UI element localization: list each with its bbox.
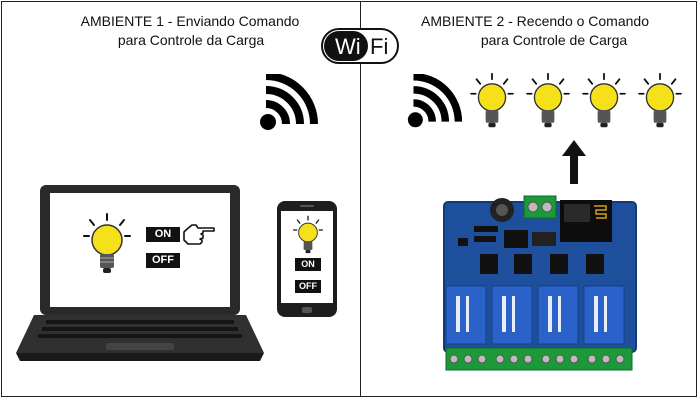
wifi-logo-wi: Wi (335, 34, 361, 59)
lightbulb-icon (582, 72, 626, 128)
wifi-signal-icon (407, 74, 463, 128)
lightbulb-icon (526, 72, 570, 128)
lightbulb-icon (638, 72, 682, 128)
wifi-logo-fi: Fi (370, 34, 388, 59)
phone-off-button[interactable]: OFF (295, 280, 321, 293)
laptop-off-button[interactable]: OFF (146, 253, 180, 268)
pointing-hand-icon (183, 224, 215, 245)
laptop-icon (16, 185, 264, 361)
wifi-signal-icon (260, 74, 318, 130)
left-title-line2: para Controle da Carga (117, 32, 265, 48)
wifi-logo-icon: Wi Fi (321, 28, 399, 64)
right-panel-title: AMBIENTE 2 - Recendo o Comando para Cont… (385, 12, 685, 50)
phone-on-button[interactable]: ON (295, 258, 321, 271)
up-arrow-icon (562, 140, 586, 184)
relay-board-icon (443, 195, 637, 371)
right-title-line2: para Controle de Carga (480, 32, 628, 48)
left-panel-title: AMBIENTE 1 - Enviando Comando para Contr… (40, 12, 340, 50)
left-title-line1: AMBIENTE 1 - Enviando Comando (80, 13, 300, 29)
lightbulb-icon (293, 215, 323, 254)
wifi-logo: Wi Fi (321, 28, 399, 64)
laptop-on-button[interactable]: ON (146, 227, 180, 242)
lightbulb-icon (470, 72, 514, 128)
bulb-row (468, 72, 690, 132)
panel-divider (360, 1, 361, 397)
lightbulb-icon (83, 213, 131, 273)
right-title-line1: AMBIENTE 2 - Recendo o Comando (421, 13, 649, 29)
